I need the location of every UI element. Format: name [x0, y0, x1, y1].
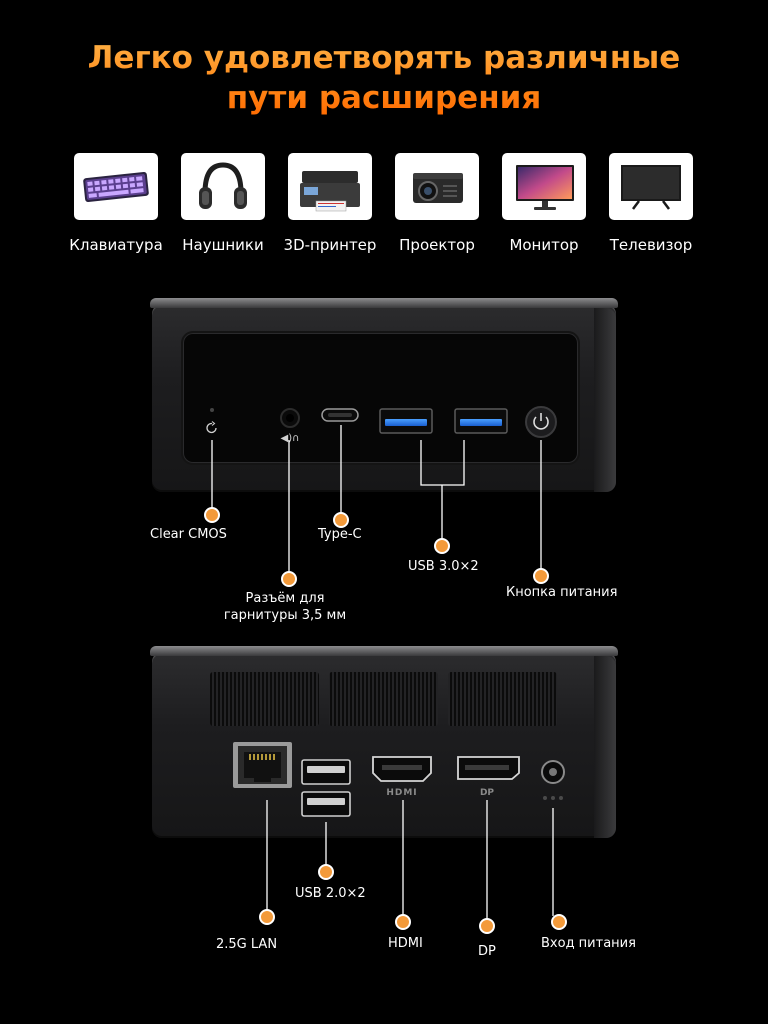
usb3-port-2	[454, 408, 508, 434]
label-dp: DP	[478, 944, 496, 959]
keyboard-icon	[83, 172, 149, 202]
vent-right	[448, 672, 557, 726]
label-usb3: USB 3.0×2	[408, 559, 479, 574]
rear-top-edge	[150, 646, 618, 656]
clear-cmos-port	[206, 408, 217, 434]
label-usb2: USB 2.0×2	[295, 886, 366, 901]
device-label-tv: Телевизор	[609, 236, 693, 254]
keyboard-tile	[74, 153, 158, 220]
device-label-keyboard: Клавиатура	[69, 236, 163, 254]
projector-icon	[413, 173, 463, 203]
power-button	[525, 406, 557, 438]
usb2-port-1	[301, 759, 351, 785]
label-clear-cmos: Clear CMOS	[150, 527, 227, 542]
tv-icon	[621, 165, 681, 210]
usb2-port-2	[301, 791, 351, 817]
headphones-tile	[181, 153, 265, 220]
headphones-icon	[199, 162, 247, 209]
dp-mark: DP	[480, 788, 494, 798]
type-c-port	[321, 408, 359, 422]
label-power-button: Кнопка питания	[506, 585, 618, 600]
label-headset-jack: Разъём для гарнитуры 3,5 мм	[205, 590, 365, 624]
hdmi-mark: HDMI	[386, 788, 417, 798]
label-headset-line-1: Разъём для	[245, 591, 325, 606]
vent-middle	[329, 672, 438, 726]
monitor-tile	[502, 153, 586, 220]
label-headset-line-2: гарнитуры 3,5 мм	[223, 608, 347, 623]
label-hdmi: HDMI	[388, 936, 423, 951]
label-lan: 2.5G LAN	[216, 937, 278, 952]
device-label-headphones: Наушники	[182, 236, 264, 254]
power-icon	[533, 416, 549, 430]
label-power-input: Вход питания	[541, 936, 636, 951]
printer-tile	[288, 153, 372, 220]
front-top-edge	[150, 298, 618, 308]
label-type-c: Type-C	[318, 527, 362, 542]
printer-icon	[300, 171, 360, 212]
rear-callout-dots	[259, 864, 567, 934]
device-label-printer: 3D-принтер	[283, 236, 377, 254]
lan-port	[233, 742, 292, 788]
rear-side-edge	[594, 656, 616, 838]
monitor-icon	[516, 165, 574, 210]
hdmi-port	[372, 756, 432, 782]
headset-jack: ◀)∩	[280, 408, 300, 444]
tv-tile	[609, 153, 693, 220]
projector-tile	[395, 153, 479, 220]
front-port-panel	[183, 333, 578, 463]
usb3-port-1	[379, 408, 433, 434]
headset-symbol-icon: ◀)∩	[281, 433, 300, 444]
front-side-edge	[594, 308, 616, 492]
dc-power-jack	[541, 760, 565, 800]
front-callout-dots	[204, 507, 549, 587]
device-label-projector: Проектор	[399, 236, 475, 254]
device-label-monitor: Монитор	[509, 236, 579, 254]
dp-port	[457, 756, 520, 780]
vent-left	[210, 672, 319, 726]
